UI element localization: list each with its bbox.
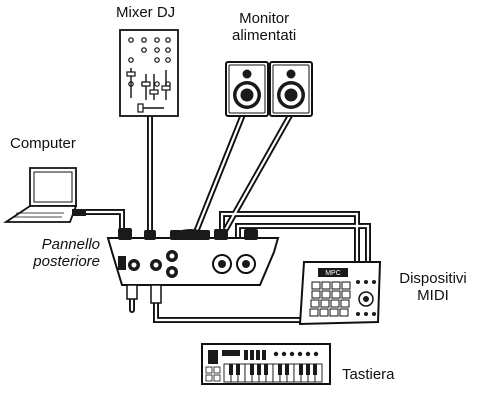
label-midi-line2: MIDI bbox=[417, 287, 449, 304]
keyboard-cable-right bbox=[153, 282, 303, 323]
mpc-badge: MPC bbox=[325, 270, 341, 277]
label-mixer-dj: Mixer DJ bbox=[116, 4, 176, 21]
label-monitor-line1: Monitor bbox=[239, 10, 290, 27]
label-monitor-line2: alimentati bbox=[232, 27, 297, 44]
midi-device-mpc: MPC bbox=[298, 261, 382, 326]
label-panel-line1: Pannello bbox=[41, 236, 100, 253]
audio-interface bbox=[106, 228, 280, 304]
interface-jacks bbox=[118, 250, 256, 278]
dj-mixer bbox=[119, 29, 179, 117]
computer-laptop bbox=[3, 167, 86, 223]
midi-keyboard bbox=[201, 343, 331, 385]
label-panel-line2: posteriore bbox=[33, 253, 100, 270]
label-midi-devices: Dispositivi MIDI bbox=[391, 270, 475, 304]
label-powered-monitors: Monitor alimentati bbox=[232, 10, 296, 44]
label-keyboard: Tastiera bbox=[342, 366, 395, 383]
label-computer: Computer bbox=[10, 135, 76, 152]
label-midi-line1: Dispositivi bbox=[399, 270, 467, 287]
powered-monitors bbox=[225, 61, 313, 117]
monitor-left bbox=[225, 61, 269, 117]
monitor-right bbox=[269, 61, 313, 117]
label-rear-panel: Pannello posteriore bbox=[14, 236, 100, 270]
